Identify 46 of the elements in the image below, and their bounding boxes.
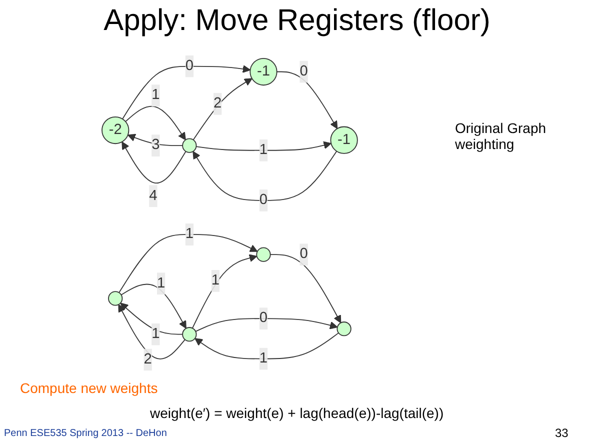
edge-label: 2 xyxy=(214,96,222,112)
node-circle xyxy=(182,327,198,342)
node-circle xyxy=(256,247,272,262)
edge-label: 4 xyxy=(149,188,158,204)
arrow xyxy=(270,254,342,324)
note-text: Compute new weights xyxy=(20,380,158,396)
node-circle xyxy=(108,291,123,306)
arrow xyxy=(118,304,186,360)
arrow xyxy=(128,134,184,146)
arrow xyxy=(120,302,184,335)
edge-label: 0 xyxy=(300,64,308,80)
arrow xyxy=(192,150,338,201)
node-circle: -1 xyxy=(330,126,358,154)
arrow xyxy=(192,254,258,329)
arrow xyxy=(276,71,338,129)
edge-label: 1 xyxy=(260,142,268,158)
edge-label: 1 xyxy=(186,226,194,242)
note-text: Original Graph weighting xyxy=(455,120,548,152)
edge-label: 2 xyxy=(144,351,152,368)
arrow xyxy=(193,78,253,140)
edge-label: 0 xyxy=(186,58,194,74)
edge-label: 1 xyxy=(152,87,160,103)
arrow xyxy=(196,141,332,151)
edge-label: 1 xyxy=(152,326,160,342)
arrow xyxy=(118,234,258,294)
edge-label: 3 xyxy=(152,137,160,153)
arrow xyxy=(195,318,338,332)
edge-label: 1 xyxy=(260,350,268,366)
arrow xyxy=(194,332,340,360)
page-number: 33 xyxy=(555,426,568,440)
node-circle xyxy=(337,322,352,336)
formula-text: weight(e′) = weight(e) + lag(head(e))-lag(tail(e)) xyxy=(150,405,444,421)
edge-label: 0 xyxy=(260,192,268,208)
node-circle: -1 xyxy=(250,58,278,86)
arrow xyxy=(125,106,186,140)
footer-text: Penn ESE535 Spring 2013 -- DeHon xyxy=(4,428,167,439)
edge-label: 0 xyxy=(300,246,308,262)
arrow xyxy=(121,284,187,329)
node-circle xyxy=(182,138,198,153)
edge-label: 1 xyxy=(157,275,166,291)
arrow xyxy=(122,142,187,184)
edge-label: 1 xyxy=(212,272,220,288)
edge-label: 0 xyxy=(260,310,268,326)
slide-title: Apply: Move Registers (floor) xyxy=(102,4,492,38)
arrow xyxy=(122,65,251,120)
node-circle: -2 xyxy=(102,116,130,144)
